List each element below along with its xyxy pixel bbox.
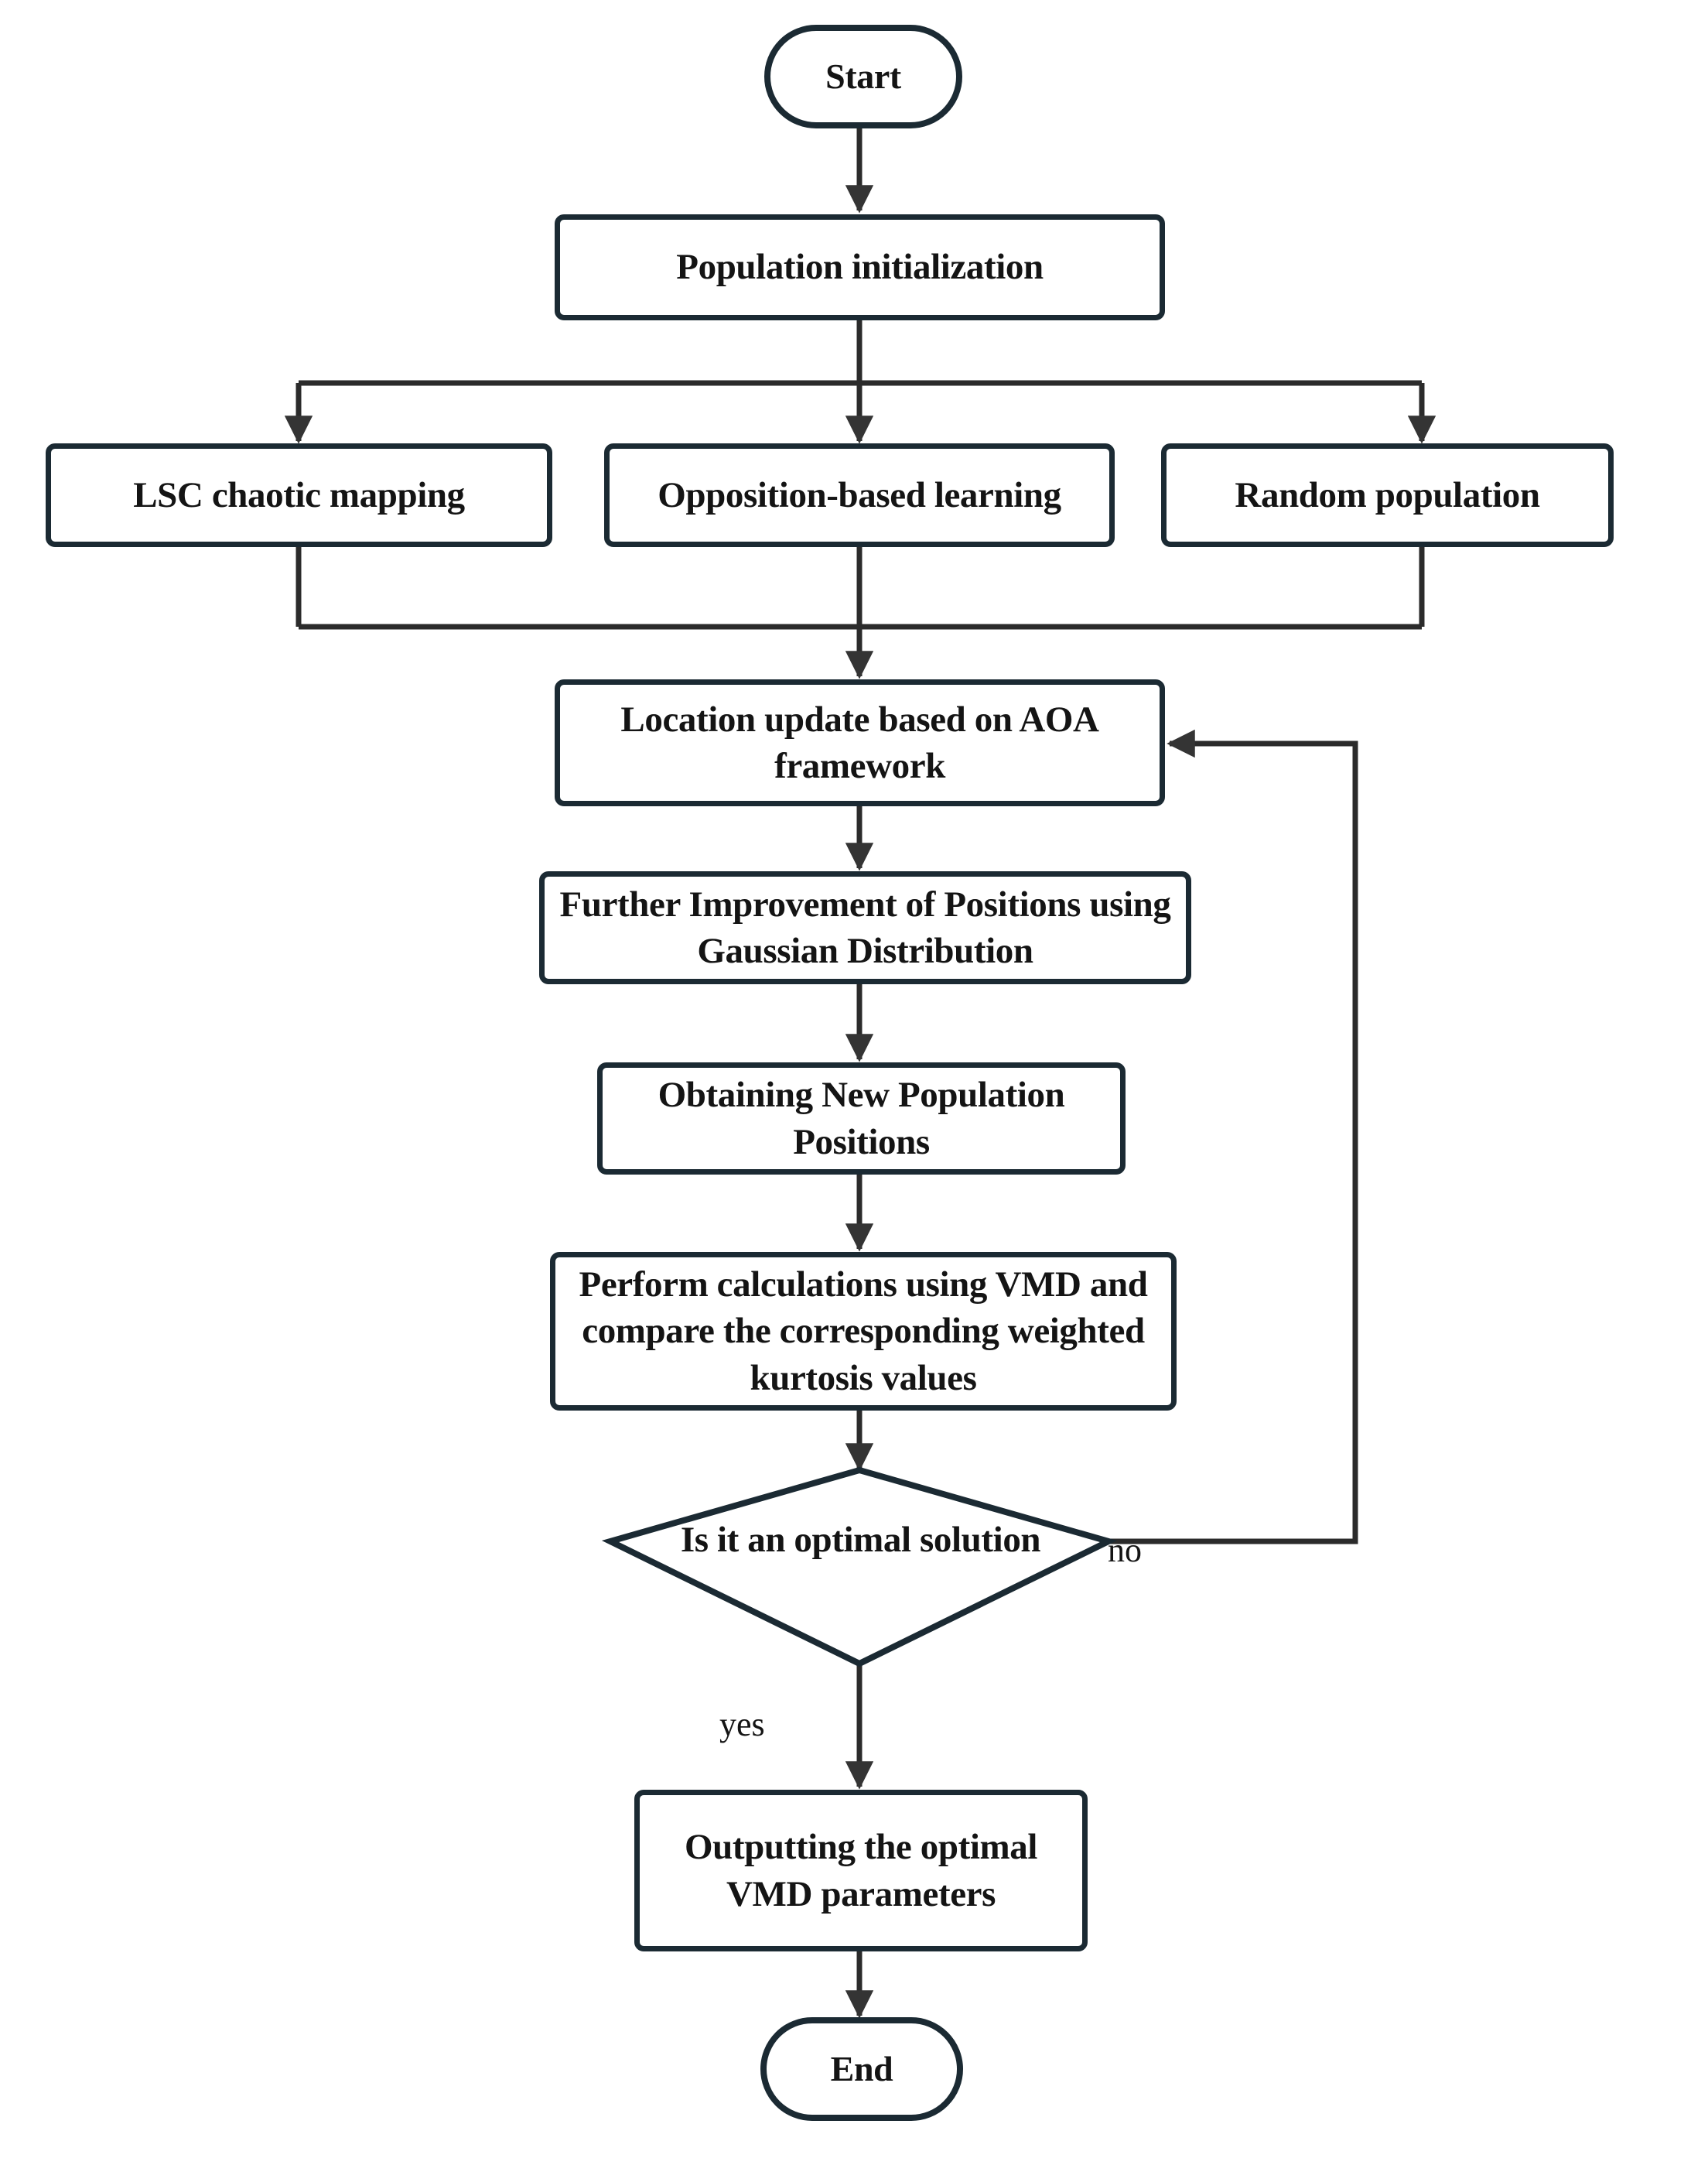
node-obtaining-new-population-positions[interactable]: Obtaining New Population Positions [597, 1062, 1126, 1175]
node-perform-vmd-calculations[interactable]: Perform calculations using VMD and compa… [550, 1252, 1177, 1411]
node-obtaining-new-population-positions-label: Obtaining New Population Positions [658, 1075, 1065, 1162]
node-output-optimal-vmd-parameters-label: Outputting the optimal VMD parameters [684, 1827, 1038, 1914]
node-population-initialization-label: Population initialization [676, 247, 1044, 288]
node-output-optimal-vmd-parameters[interactable]: Outputting the optimal VMD parameters [634, 1790, 1088, 1951]
node-random-population[interactable]: Random population [1161, 443, 1614, 547]
node-start-label: Start [825, 56, 901, 96]
node-end-label: End [830, 2048, 893, 2088]
node-decision-optimal-solution[interactable]: Is it an optimal solution [611, 1519, 1110, 1561]
node-opposition-based-learning-label: Opposition-based learning [658, 474, 1061, 515]
node-perform-vmd-calculations-label: Perform calculations using VMD and compa… [579, 1264, 1148, 1398]
node-lsc-chaotic-mapping[interactable]: LSC chaotic mapping [46, 443, 552, 547]
node-further-improvement-gaussian-label: Further Improvement of Positions using G… [559, 884, 1171, 971]
node-random-population-label: Random population [1235, 474, 1540, 515]
node-location-update-aoa-label: Location update based on AOA framework [620, 699, 1099, 786]
edge-label-no: no [1108, 1531, 1142, 1569]
node-population-initialization[interactable]: Population initialization [555, 214, 1165, 320]
decision-diamond-shape [601, 1466, 1118, 1667]
node-decision-optimal-solution-label: Is it an optimal solution [680, 1520, 1041, 1560]
node-location-update-aoa[interactable]: Location update based on AOA framework [555, 679, 1165, 806]
node-opposition-based-learning[interactable]: Opposition-based learning [604, 443, 1115, 547]
node-lsc-chaotic-mapping-label: LSC chaotic mapping [133, 474, 465, 515]
edge-label-yes: yes [719, 1705, 765, 1743]
node-start[interactable]: Start [764, 25, 962, 128]
node-end[interactable]: End [760, 2017, 963, 2121]
edge-decision-no-feedback [1108, 729, 1358, 1544]
node-further-improvement-gaussian[interactable]: Further Improvement of Positions using G… [539, 871, 1191, 984]
